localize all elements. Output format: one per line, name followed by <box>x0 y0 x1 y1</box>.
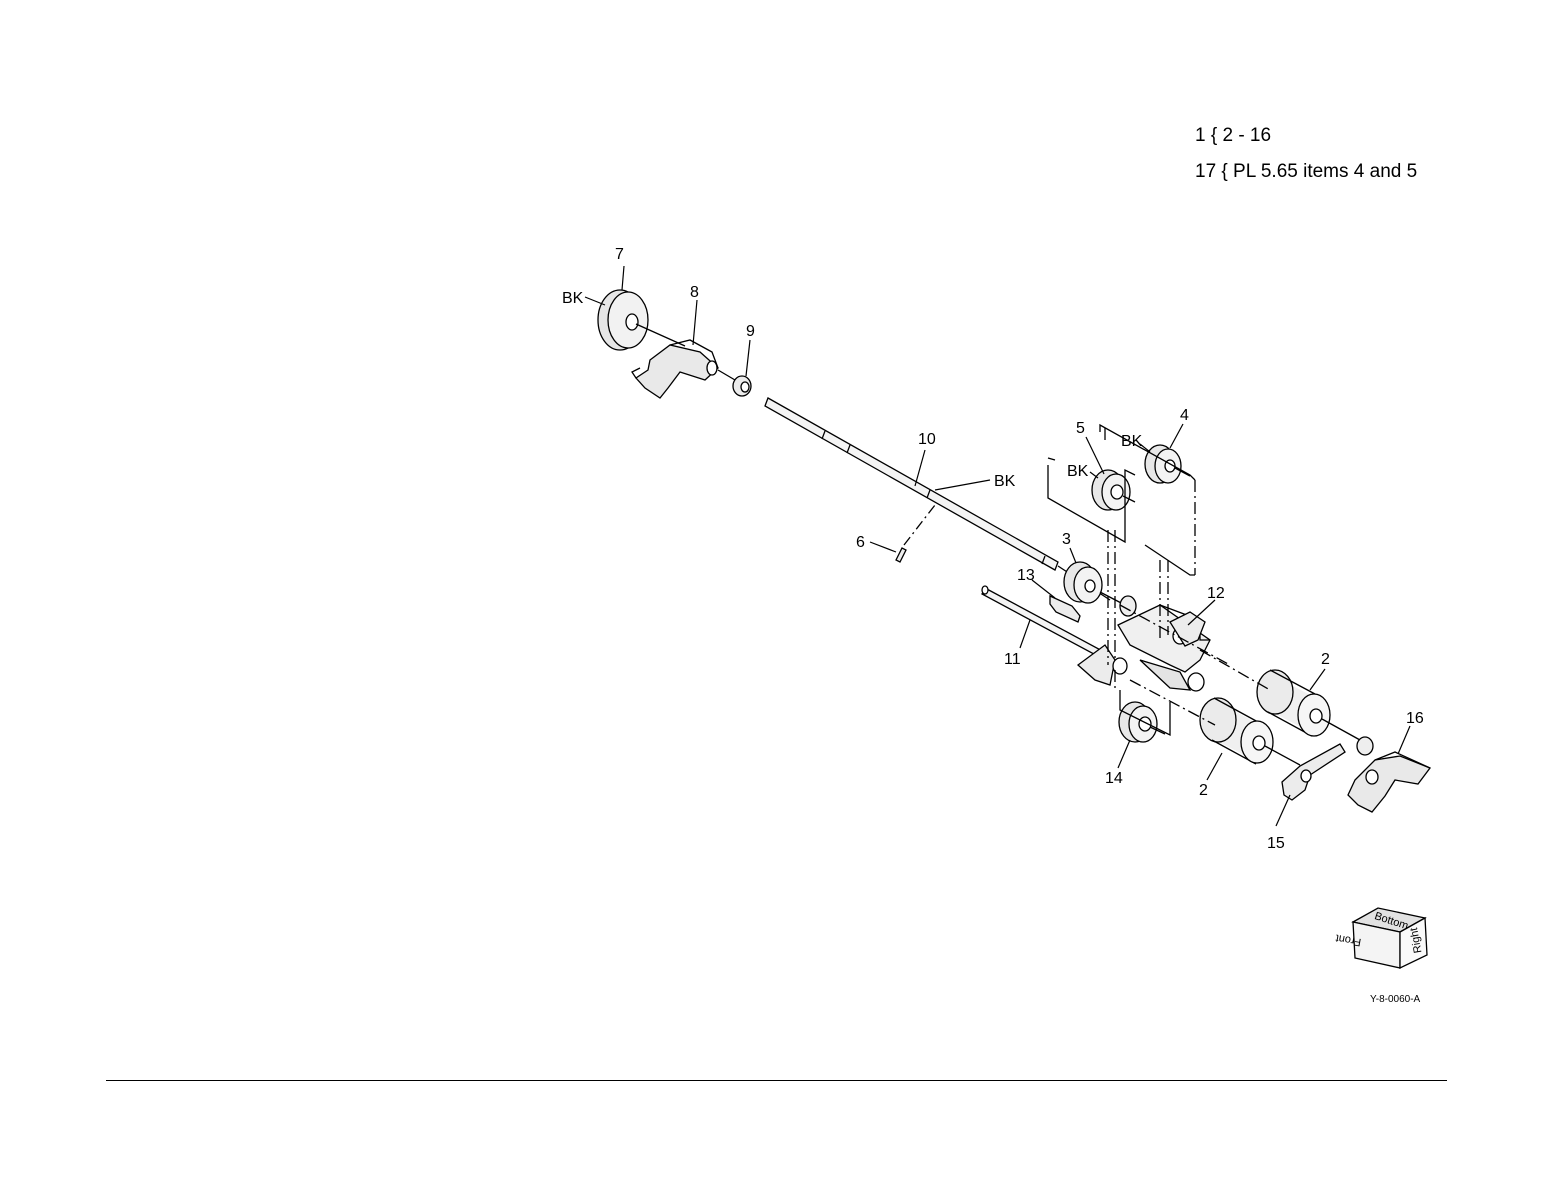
part-6-pin <box>896 505 935 562</box>
bk-label-4: BK <box>1121 433 1143 450</box>
bk-label-10: BK <box>994 473 1016 490</box>
callout-4: 4 <box>1180 407 1189 424</box>
callout-2-upper: 2 <box>1321 651 1330 668</box>
part-4-roller <box>1145 445 1190 483</box>
callout-3: 3 <box>1062 531 1071 548</box>
callout-13: 13 <box>1017 567 1035 584</box>
part-2-roller-upper <box>1257 670 1360 740</box>
callout-11: 11 <box>1004 651 1021 668</box>
callout-12: 12 <box>1207 585 1225 602</box>
bk-label-5: BK <box>1067 463 1089 480</box>
callout-9: 9 <box>746 323 755 340</box>
callout-2-lower: 2 <box>1199 782 1208 799</box>
callout-10: 10 <box>918 431 936 448</box>
callout-8: 8 <box>690 284 699 301</box>
part-9-bearing <box>733 376 751 396</box>
callout-16: 16 <box>1406 710 1424 727</box>
figure-id: Y-8-0060-A <box>1370 994 1420 1005</box>
part-7-gear <box>598 290 685 350</box>
part-10-shaft <box>765 398 1110 600</box>
part-14-roller <box>1119 702 1165 742</box>
callout-5: 5 <box>1076 420 1085 437</box>
callout-7: 7 <box>615 246 624 263</box>
callout-14: 14 <box>1105 770 1123 787</box>
callout-6: 6 <box>856 534 865 551</box>
part-8-bracket <box>632 340 735 398</box>
bottom-rule <box>106 1080 1447 1081</box>
part-16-bracket <box>1348 752 1430 812</box>
bk-label-7: BK <box>562 290 584 307</box>
callout-15: 15 <box>1267 835 1285 852</box>
part-5-roller <box>1092 470 1135 510</box>
